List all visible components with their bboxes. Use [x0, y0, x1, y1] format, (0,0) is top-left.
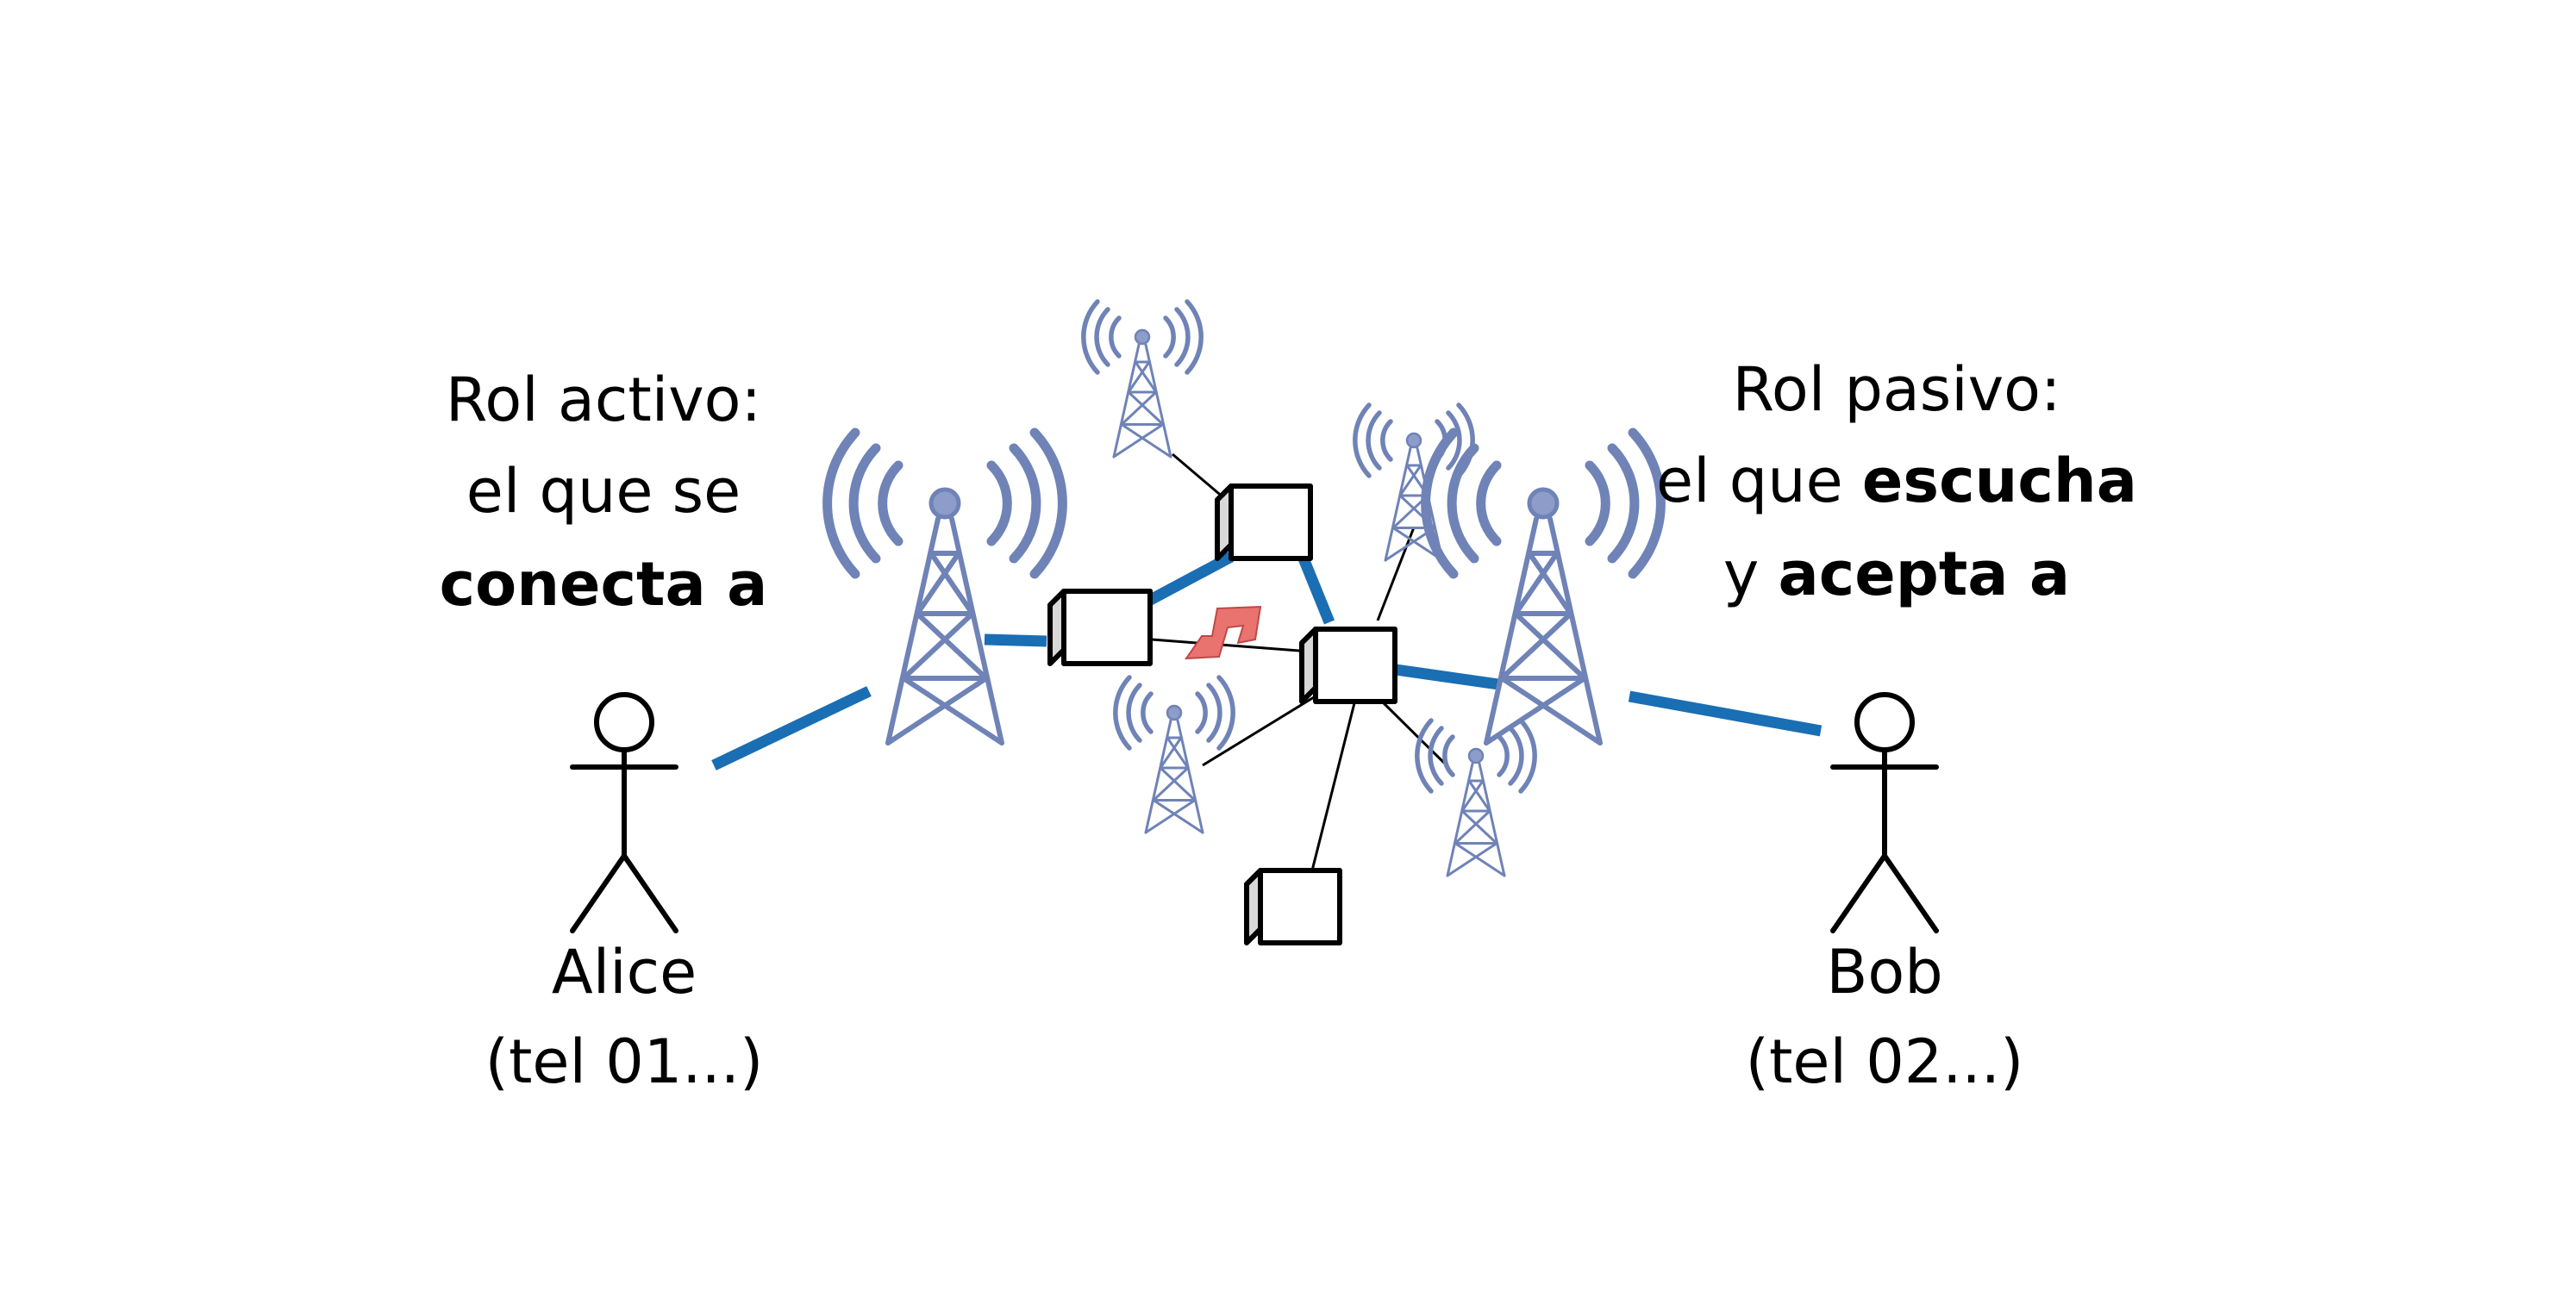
network-switch-box-icon [1299, 627, 1397, 704]
passive-role-line3-plain: y [1723, 539, 1779, 609]
passive-role-accept: acepta a [1779, 539, 2071, 609]
tower-small-lower-left [1116, 677, 1233, 833]
bob-figure [1833, 695, 1936, 931]
alice-name: Alice [552, 937, 697, 1007]
active-role-title: Rol activo: [446, 365, 761, 435]
passive-role-line2: el que escucha [1656, 446, 2137, 516]
radio-tower-icon [1426, 433, 1661, 743]
bob-name: Bob [1826, 937, 1942, 1007]
tower-large-right [1426, 433, 1661, 743]
radio-tower-icon [1116, 677, 1233, 833]
alice-phone: (tel 01...) [485, 1026, 764, 1097]
network-switch-box-icon [1244, 868, 1342, 945]
passive-role-line3: y acepta a [1723, 539, 2070, 609]
tower-small-lower-right [1417, 720, 1535, 876]
passive-role-caption: Rol pasivo: el que escucha y acepta a [1656, 354, 2137, 609]
stick-figure-icon [1833, 695, 1936, 931]
passive-role-title: Rol pasivo: [1732, 354, 2060, 425]
network-switch-box-icon [1047, 589, 1153, 666]
alice-figure [572, 695, 676, 931]
active-role-line2: el que se [466, 456, 741, 527]
tower-small-top [1084, 302, 1201, 457]
radio-tower-icon [1084, 302, 1201, 457]
bob-phone: (tel 02...) [1746, 1026, 2024, 1097]
passive-role-line2-plain: el que [1656, 446, 1862, 516]
stick-figure-icon [572, 695, 676, 931]
passive-role-listen: escucha [1862, 446, 2137, 516]
active-role-action: conecta a [440, 549, 768, 620]
radio-tower-icon [1417, 720, 1535, 876]
network-switch-box-icon [1215, 483, 1313, 561]
call-path [711, 552, 1823, 770]
active-role-caption: Rol activo: el que se conecta a [440, 365, 768, 620]
lightning-bolt-icon [1185, 605, 1262, 660]
